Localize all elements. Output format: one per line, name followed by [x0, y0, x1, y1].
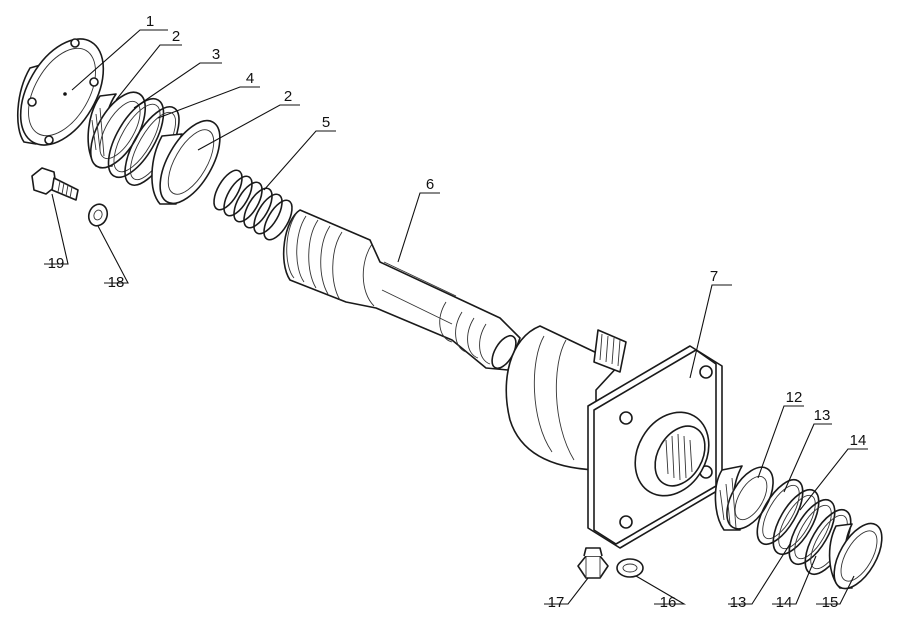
hex-bolt-part: [31, 167, 79, 201]
callout-5: 5: [322, 114, 330, 131]
callout-15: 15: [822, 594, 839, 611]
callout-2-top: 2: [172, 28, 180, 45]
callout-14-bottom: 14: [776, 594, 793, 611]
end-cap-part: [16, 38, 105, 146]
callout-18: 18: [108, 274, 125, 291]
callout-labels: 1 2 3 4 2 5 6 7 12 13 14 13 14 15 16 17 …: [48, 13, 867, 611]
callout-13-top: 13: [814, 407, 831, 424]
callout-17: 17: [548, 594, 565, 611]
callout-7: 7: [710, 268, 718, 285]
snap-ring-part: [107, 97, 165, 179]
callout-12: 12: [786, 389, 803, 406]
hex-plug-part: [577, 547, 609, 579]
leader-lines: [44, 29, 868, 605]
callout-14-top: 14: [850, 432, 867, 449]
callout-3: 3: [212, 46, 220, 63]
gland-nut-part: [714, 465, 774, 531]
callout-19: 19: [48, 255, 65, 272]
callout-1: 1: [146, 13, 154, 30]
callout-16: 16: [660, 594, 677, 611]
callout-6: 6: [426, 176, 434, 193]
washer-part: [616, 558, 644, 578]
seal-rings-part: [756, 479, 852, 575]
callout-13-bottom: 13: [730, 594, 747, 611]
bearing-cup-part: [151, 119, 221, 205]
coil-spring-part: [213, 169, 293, 241]
housing-part: [505, 325, 723, 549]
wiper-ring-part: [828, 522, 883, 590]
lock-washer-part: [87, 203, 109, 227]
piston-shaft-part: [282, 209, 521, 371]
callout-2-second: 2: [284, 88, 292, 105]
callout-4: 4: [246, 70, 254, 87]
